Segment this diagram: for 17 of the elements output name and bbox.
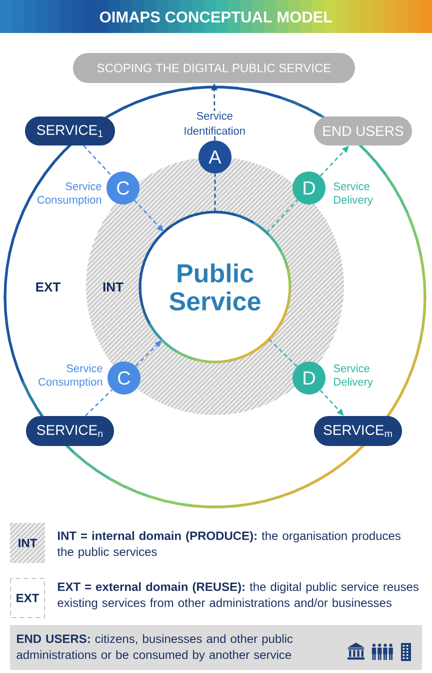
step-label: Service Delivery xyxy=(334,364,373,388)
domain-label: INT xyxy=(103,282,124,292)
connector-line xyxy=(266,200,298,233)
connector-line xyxy=(214,174,216,212)
connector-line xyxy=(83,145,112,176)
domain-label: EXT xyxy=(36,282,60,292)
legend-text: EXT = external domain (REUSE): the digital public service reuses existing services from other administrations and/or businesses xyxy=(58,582,419,610)
step-label: Service Delivery xyxy=(334,182,373,206)
connector-line xyxy=(268,338,298,367)
step-label: Service Consumption xyxy=(38,364,102,388)
connector-line xyxy=(85,389,113,416)
pill-box: SCOPING THE DIGITAL PUBLIC SERVICE xyxy=(73,53,355,83)
info-box: END USERS: citizens, businesses and other public administrations or be consumed by another service xyxy=(10,625,422,670)
edge-label: Service Identification xyxy=(183,111,246,136)
step-label: Service Consumption xyxy=(38,182,102,206)
title-banner: OIMAPS CONCEPTUAL MODEL xyxy=(0,0,432,33)
legend-text: INT = internal domain (PRODUCE): the organisation produces the public services xyxy=(57,531,400,558)
